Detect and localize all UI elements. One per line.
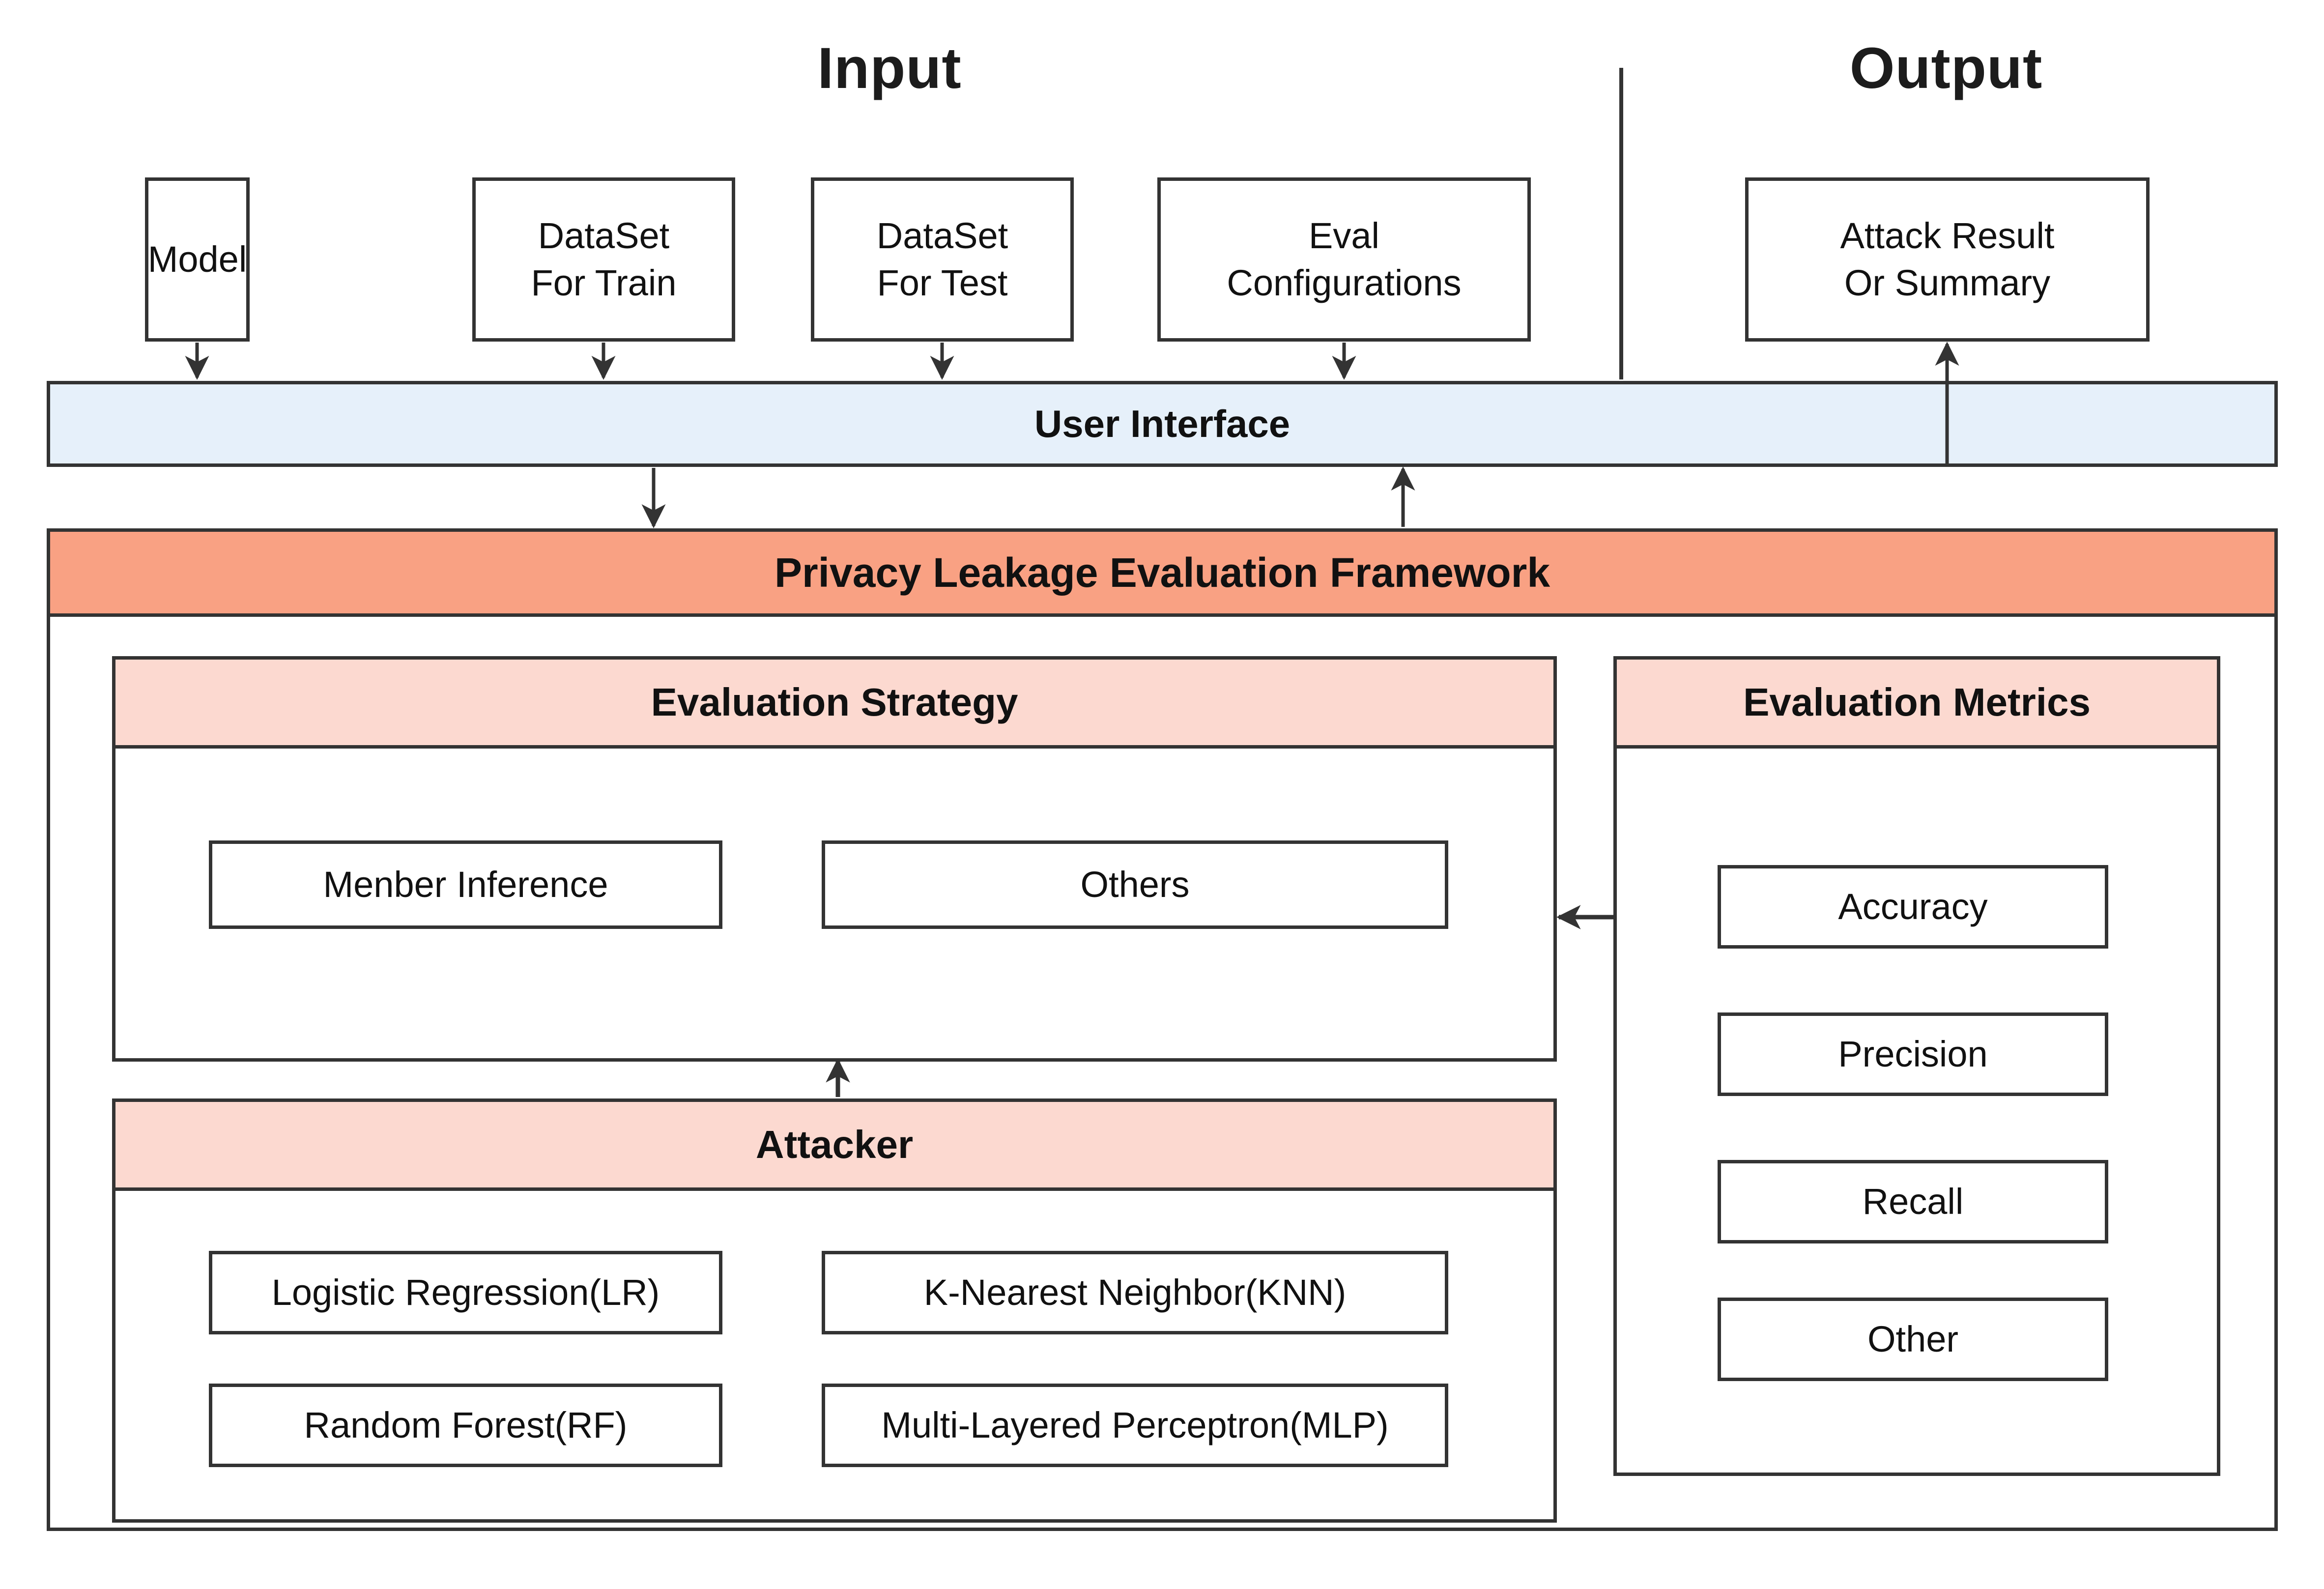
attacker-item-k-nearest-neighbor[interactable]: K-Nearest Neighbor(KNN) xyxy=(822,1251,1448,1334)
input-box-dataset-train-line-2: For Train xyxy=(531,262,677,303)
attacker-item-random-forest[interactable]: Random Forest(RF) xyxy=(209,1384,722,1467)
input-box-dataset-test-line-2: For Test xyxy=(877,262,1008,303)
attacker-item-multi-layered-perceptron[interactable]: Multi-Layered Perceptron(MLP) xyxy=(822,1384,1448,1467)
metrics-item-accuracy-label: Accuracy xyxy=(1838,886,1988,927)
input-box-model-line-1: Model xyxy=(147,238,247,280)
metrics-item-precision-label: Precision xyxy=(1838,1033,1988,1074)
evaluation-strategy-title-bar: Evaluation Strategy xyxy=(112,656,1557,749)
user-interface-bar[interactable]: User Interface xyxy=(47,381,2278,467)
input-box-dataset-test[interactable]: DataSet For Test xyxy=(811,177,1074,342)
metrics-item-recall-label: Recall xyxy=(1862,1181,1964,1222)
metrics-item-precision[interactable]: Precision xyxy=(1718,1012,2108,1096)
framework-title-bar: Privacy Leakage Evaluation Framework xyxy=(47,528,2278,617)
attacker-item-logistic-regression[interactable]: Logistic Regression(LR) xyxy=(209,1251,722,1334)
evaluation-metrics-title-bar: Evaluation Metrics xyxy=(1613,656,2220,749)
input-box-dataset-train-line-1: DataSet xyxy=(538,215,670,256)
metrics-item-accuracy[interactable]: Accuracy xyxy=(1718,865,2108,949)
input-box-model[interactable]: Model xyxy=(145,177,250,342)
strategy-item-others[interactable]: Others xyxy=(822,840,1448,929)
attacker-body xyxy=(112,1191,1557,1523)
strategy-item-menber-inference[interactable]: Menber Inference xyxy=(209,840,722,929)
metrics-item-recall[interactable]: Recall xyxy=(1718,1160,2108,1243)
attacker-item-multi-layered-perceptron-label: Multi-Layered Perceptron(MLP) xyxy=(881,1404,1389,1445)
strategy-item-others-label: Others xyxy=(1080,864,1190,905)
input-box-eval-configurations[interactable]: Eval Configurations xyxy=(1157,177,1531,342)
attacker-title-bar: Attacker xyxy=(112,1098,1557,1191)
output-box-attack-result-line-2: Or Summary xyxy=(1844,262,2051,303)
input-box-dataset-train[interactable]: DataSet For Train xyxy=(472,177,735,342)
output-section-title: Output xyxy=(1849,36,2043,101)
input-box-eval-configurations-line-2: Configurations xyxy=(1227,262,1462,303)
attacker-item-random-forest-label: Random Forest(RF) xyxy=(304,1404,628,1445)
strategy-item-menber-inference-label: Menber Inference xyxy=(323,864,608,905)
output-box-attack-result[interactable]: Attack Result Or Summary xyxy=(1745,177,2150,342)
attacker-item-logistic-regression-label: Logistic Regression(LR) xyxy=(271,1271,660,1313)
metrics-item-other-label: Other xyxy=(1867,1318,1959,1359)
attacker-item-k-nearest-neighbor-label: K-Nearest Neighbor(KNN) xyxy=(923,1271,1347,1313)
input-box-dataset-test-line-1: DataSet xyxy=(876,215,1008,256)
metrics-item-other[interactable]: Other xyxy=(1718,1298,2108,1381)
input-section-title: Input xyxy=(817,36,962,101)
output-box-attack-result-line-1: Attack Result xyxy=(1840,215,2055,256)
input-box-eval-configurations-line-1: Eval xyxy=(1309,215,1379,256)
